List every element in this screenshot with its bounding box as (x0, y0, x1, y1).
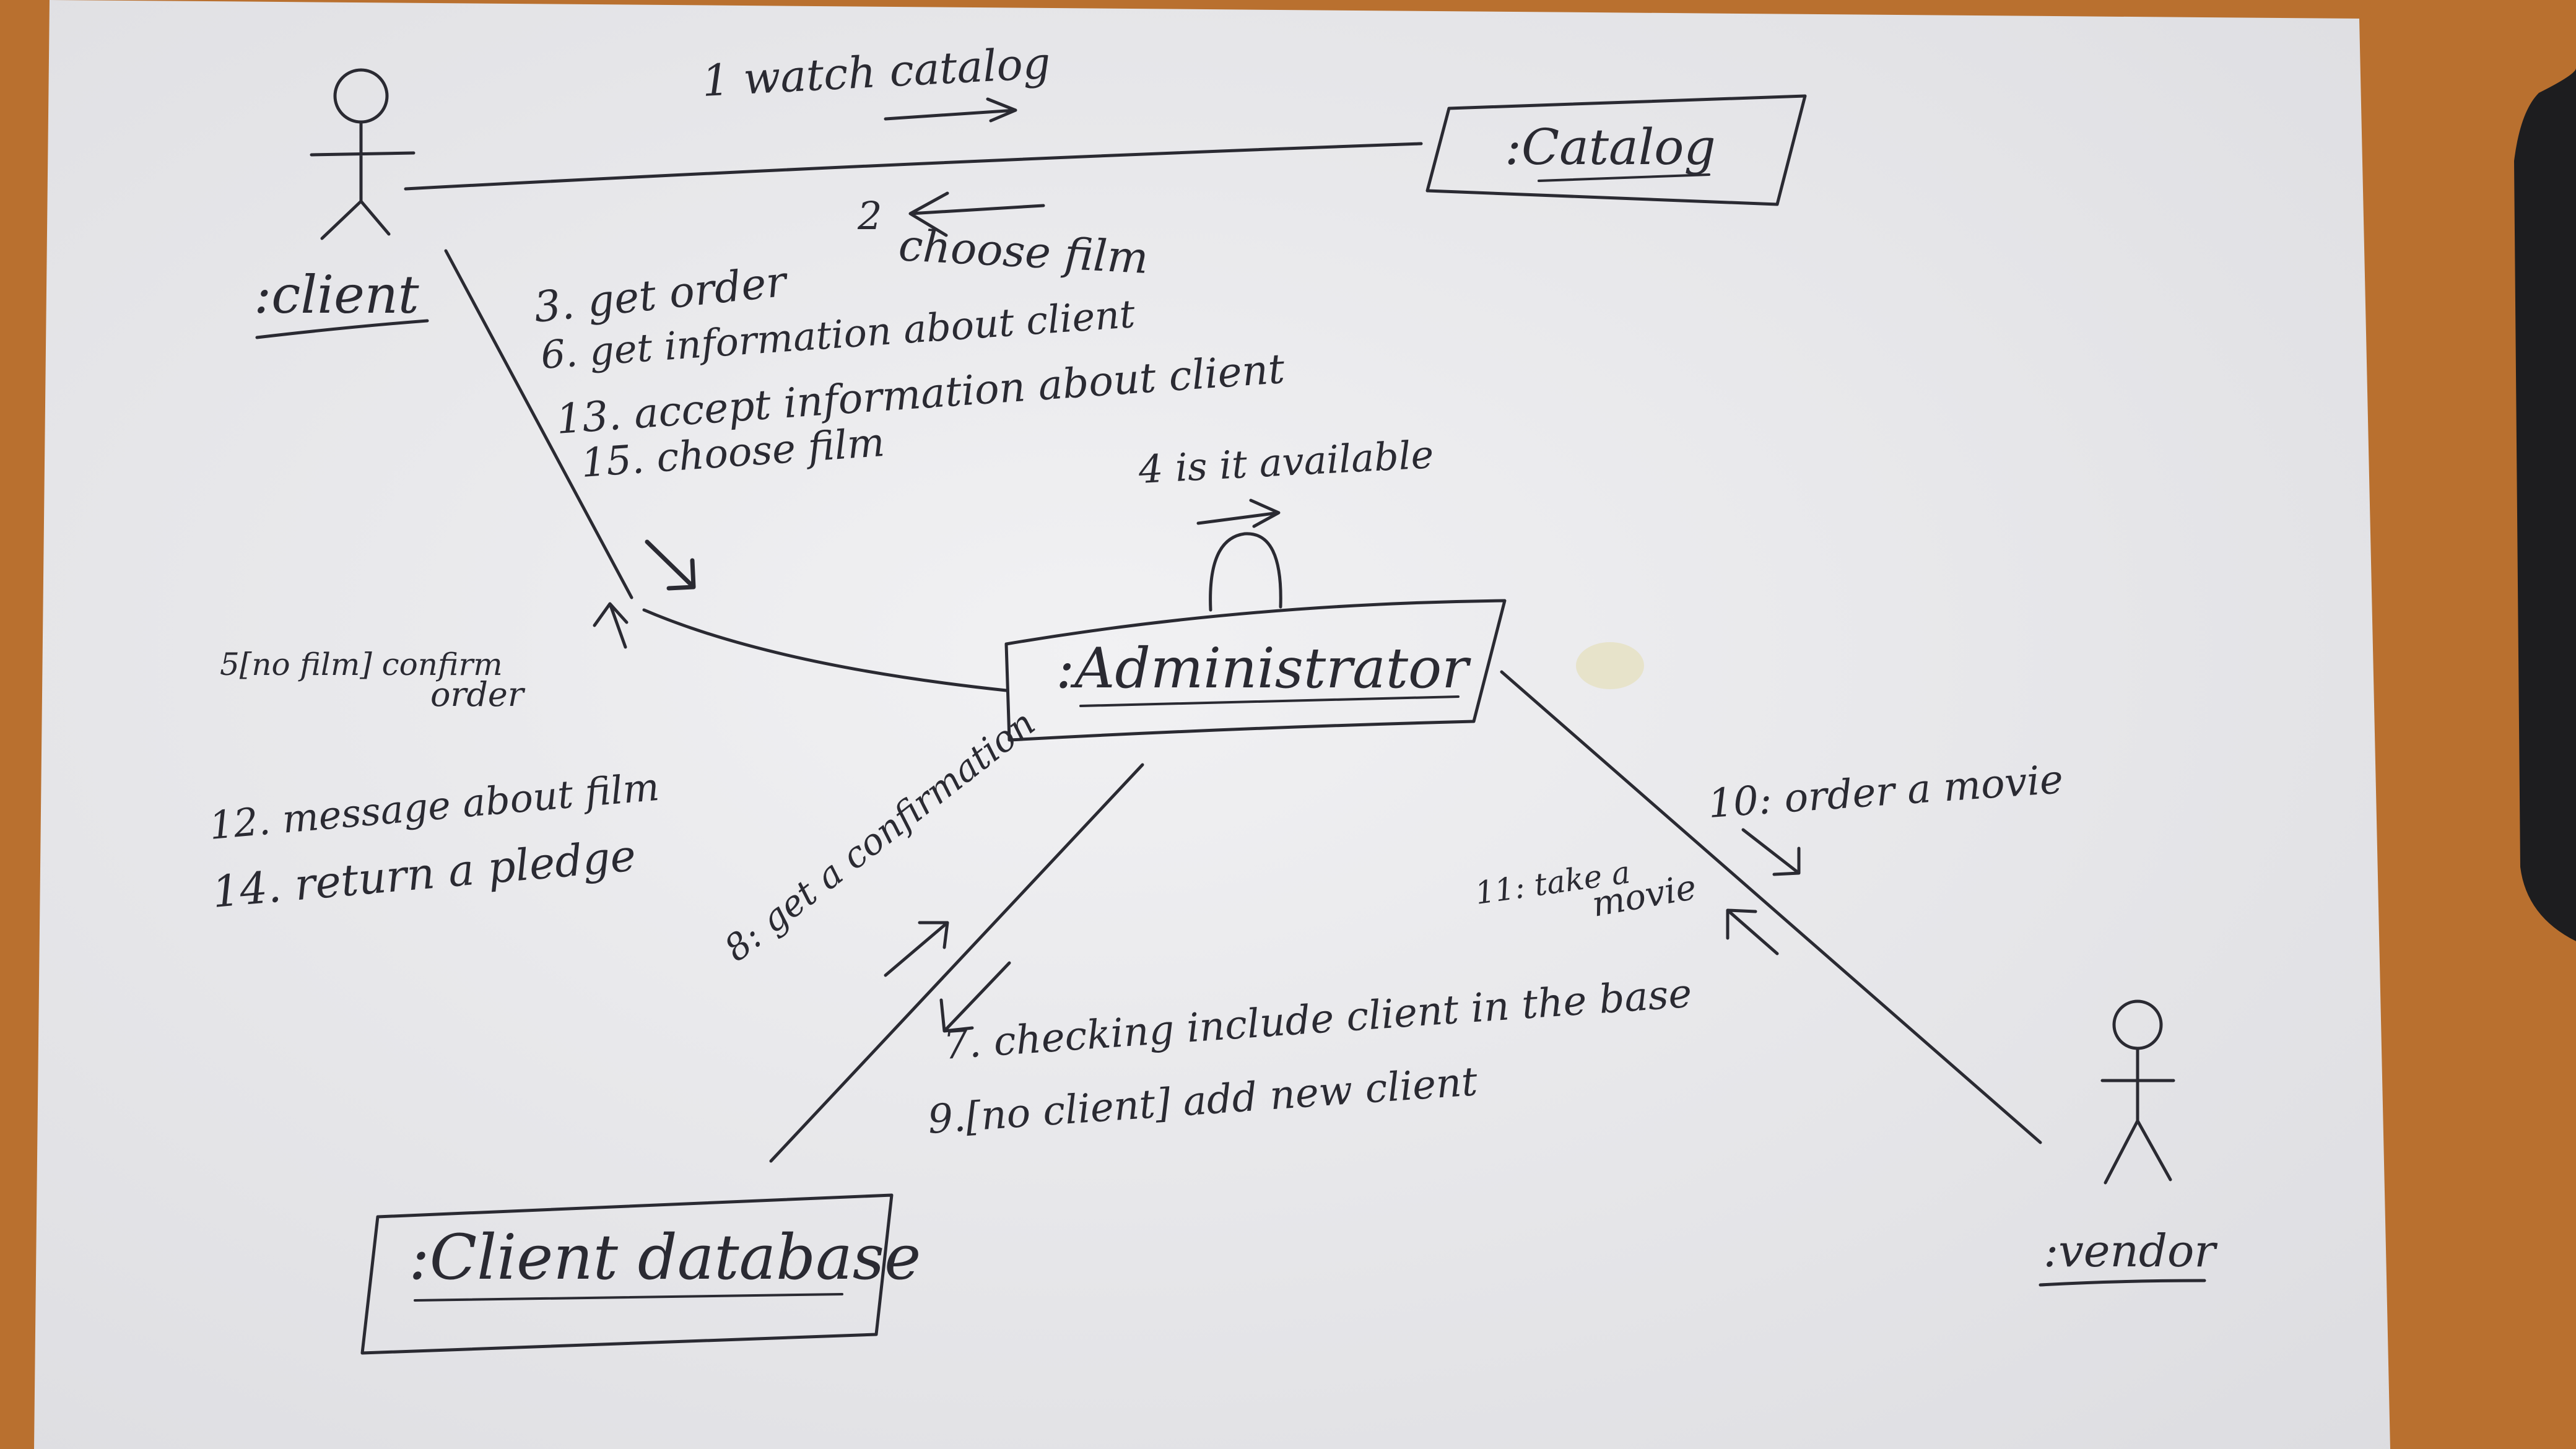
paper-stain (1576, 642, 1644, 689)
message-1-arrow (884, 97, 1017, 123)
vendor-actor-label: :vendor (2039, 1225, 2217, 1287)
link-administrator-database (769, 763, 1144, 1163)
client-to-admin-arrow (645, 539, 696, 591)
client-database-object: :Client database (360, 1193, 921, 1355)
link-client-catalog (404, 142, 1423, 191)
link-administrator-vendor (1500, 670, 2042, 1144)
message-10-arrow (1741, 828, 1801, 876)
message-7-arrow (939, 961, 1011, 1033)
client-actor-label: :client (254, 264, 429, 339)
catalog-object-name: :Catalog (1505, 118, 1716, 176)
dark-object (2514, 68, 2576, 941)
vendor-actor-name: :vendor (2043, 1225, 2217, 1277)
link-client-administrator-b (642, 608, 1008, 692)
paper-sheet (34, 0, 2390, 1449)
message-11-arrow (1726, 908, 1779, 955)
message-8-arrow (884, 921, 949, 977)
message-2-number: 2 (857, 193, 882, 238)
client-actor-name: :client (254, 264, 419, 325)
client-actor-figure (310, 68, 416, 240)
message-5-label-line2: order (430, 675, 526, 714)
catalog-object: :Catalog (1425, 94, 1807, 206)
message-4-arrow (1196, 498, 1281, 528)
link-client-administrator-a (444, 249, 633, 599)
administrator-object-name: :Administrator (1056, 636, 1471, 701)
admin-to-client-arrow (593, 602, 629, 649)
administrator-object: :Administrator (1004, 599, 1507, 742)
message-5-label-line1: 5[no film] confirm (220, 646, 503, 682)
vendor-actor-figure (2100, 999, 2175, 1185)
self-message-loop (1209, 532, 1282, 612)
message-2-arrow (908, 191, 1045, 237)
client-database-object-name: :Client database (409, 1221, 921, 1294)
